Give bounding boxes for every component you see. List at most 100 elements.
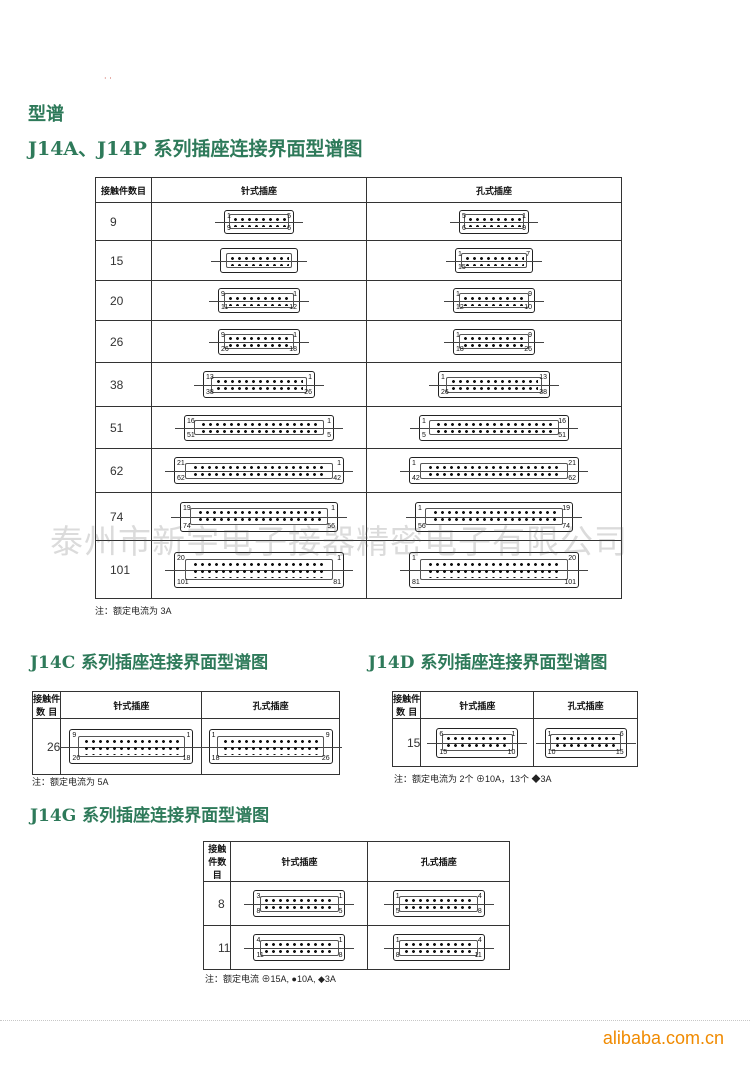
pin-number-label: 9: [221, 331, 225, 339]
insert-outline: [190, 507, 328, 526]
pin-number-label: 56: [418, 522, 426, 530]
insert-outline: [229, 214, 289, 229]
pin-number-label: 1: [308, 374, 312, 381]
pin-number-label: 38: [539, 389, 547, 396]
pin-number-label: 6: [439, 730, 444, 738]
col-count: 接触件数 目: [391, 691, 422, 719]
pin-number-label: 56: [327, 522, 335, 530]
pin-number-label: 6: [462, 224, 466, 232]
watermark: 泰州市新宇电子接器精密电子有限公司: [50, 522, 628, 561]
pin-number-label: 51: [187, 431, 195, 439]
pin-number-label: 1: [211, 732, 216, 739]
contact-pins: [263, 897, 336, 910]
contact-pins: [434, 421, 554, 434]
note-d: 注：额定电流为 2个 ⊕10A，13个 ◆3A: [394, 774, 552, 784]
pin-number-label: 26: [72, 755, 81, 762]
pin-number-label: 5: [462, 212, 466, 220]
pin-number-label: 1: [511, 730, 516, 738]
socket-connector-face: 1 9 18 26: [444, 328, 544, 355]
pin-number-label: 1: [338, 893, 343, 900]
pin-number-label: 5: [327, 431, 331, 439]
pin-number-label: 1: [458, 251, 462, 258]
pin-number-label: 26: [524, 345, 532, 353]
pin-number-label: 15: [615, 748, 624, 756]
pin-number-label: 62: [177, 475, 185, 482]
col-pin: 针式插座: [60, 691, 203, 719]
pin-number-label: 1: [186, 732, 191, 739]
pin-number-label: 1: [547, 730, 552, 738]
contact-pins: [426, 464, 562, 477]
contact-pins: [466, 215, 522, 228]
pin-number-label: 9: [221, 291, 225, 298]
pin-number-label: 13: [206, 374, 214, 381]
insert-outline: [399, 895, 479, 912]
insert-outline: [442, 733, 513, 752]
pin-number-label: 1: [395, 937, 400, 944]
pin-number-label: 1: [337, 460, 341, 467]
pin-number-label: 9: [528, 331, 532, 339]
pin-number-label: 26: [221, 345, 229, 353]
pin-number-label: 18: [456, 345, 464, 353]
pin-number-label: 18: [211, 755, 220, 762]
pin-number-label: 10: [524, 304, 532, 311]
contact-pins: [402, 941, 475, 954]
pin-number-label: 81: [333, 578, 341, 586]
socket-cell: 1 9 18 26: [366, 320, 622, 363]
pin-number-label: 8: [395, 952, 400, 959]
pin-number-label: 12: [456, 304, 464, 311]
pin-number-label: 8: [477, 908, 482, 915]
pin-number-label: 1: [338, 937, 343, 944]
col-pin: 针式插座: [151, 177, 367, 203]
col-socket: 孔式插座: [201, 691, 340, 719]
pin-number-label: 19: [183, 504, 191, 512]
contact-pins: [231, 215, 287, 228]
pin-number-label: 26: [304, 389, 312, 396]
pin-number-label: 1: [456, 331, 460, 339]
pin-number-label: 3: [256, 893, 261, 900]
insert-outline: [445, 376, 543, 393]
insert-outline: [193, 419, 325, 436]
contact-count: 9: [95, 202, 152, 241]
insert-outline: [210, 376, 308, 393]
contact-pins: [228, 254, 290, 267]
pin-number-label: 6: [619, 730, 624, 738]
pin-number-label: 8: [338, 952, 343, 959]
pin-number-label: 11: [221, 304, 229, 311]
contact-pins: [199, 421, 319, 434]
pin-number-label: 1: [441, 374, 445, 381]
pin-number-label: 9: [325, 732, 330, 739]
contact-pins: [462, 294, 526, 307]
title-j14c: J14C 系列插座连接界面型谱图: [30, 653, 269, 673]
pin-number-label: 8: [256, 908, 261, 915]
red-marks: · ·: [104, 74, 112, 83]
pin-number-label: 26: [321, 755, 330, 762]
contact-pins: [445, 735, 510, 750]
contact-pins: [553, 735, 618, 750]
insert-outline: [420, 558, 568, 581]
pin-number-label: 1: [422, 417, 426, 425]
pin-number-label: 15: [458, 264, 466, 271]
contact-count: 38: [95, 362, 152, 407]
contact-pins: [426, 560, 562, 579]
pin-number-label: 16: [187, 417, 195, 425]
